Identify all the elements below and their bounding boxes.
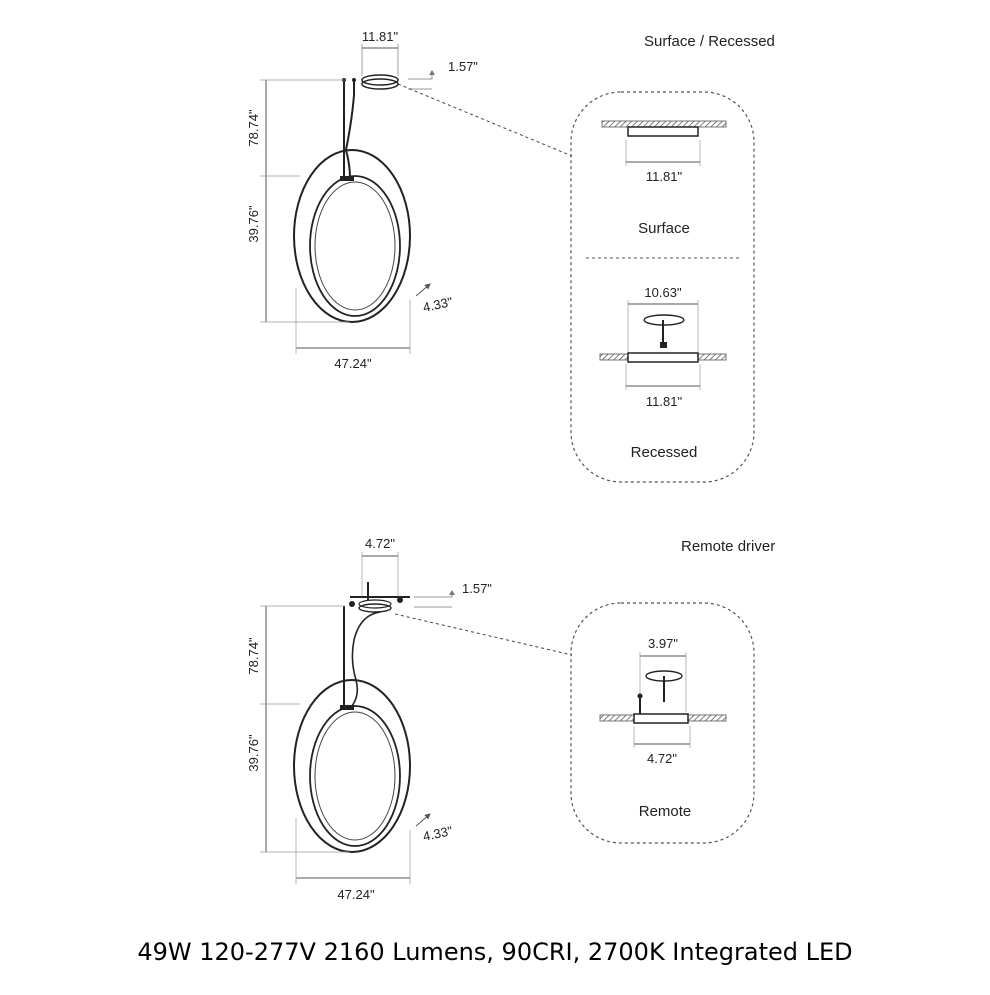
top-ring-depth-label: 4.33" [422, 294, 455, 315]
top-ring-height-label: 39.76" [246, 205, 261, 243]
bottom-ring-height-label: 39.76" [246, 734, 261, 772]
bottom-ring-outer [293, 679, 411, 853]
recessed-housing [627, 352, 699, 363]
top-section-label: Surface / Recessed [644, 33, 775, 50]
top-detail-leader [397, 83, 573, 157]
recessed-label: Recessed [631, 444, 698, 461]
top-ring-width-label: 47.24" [334, 356, 372, 371]
remote-housing [633, 713, 689, 724]
spec-footer: 49W 120-277V 2160 Lumens, 90CRI, 2700K I… [137, 938, 853, 966]
surface-width-label: 11.81" [646, 169, 683, 184]
top-detail-panel: 11.81" Surface 10.63" 11.81" Recessed [570, 91, 755, 483]
top-cable-right [344, 80, 355, 179]
bottom-detail-border [570, 602, 755, 844]
bottom-canopy-height-label: 1.57" [462, 581, 492, 596]
bottom-section-label: Remote driver [681, 538, 775, 555]
top-canopy-width-label: 11.81" [362, 29, 399, 44]
bottom-cable-length-label: 78.74" [246, 637, 261, 675]
top-fixture-drawing: 11.81" 1.57" 78.74" 39.76" 4.33" 4 [246, 29, 573, 371]
surface-canopy [627, 126, 699, 137]
bottom-fixture-drawing: 4.72" 1.57" 78.74" 39.76" 4.33" [246, 536, 573, 902]
top-cable-length-label: 78.74" [246, 109, 261, 147]
bottom-detail-leader [394, 613, 573, 656]
bottom-ring-width-label: 47.24" [337, 887, 375, 902]
bottom-detail-panel: 3.97" 4.72" Remote [570, 602, 755, 844]
remote-label: Remote [639, 803, 692, 820]
bottom-ring-inner [309, 705, 401, 847]
remote-width-label: 4.72" [647, 751, 677, 766]
top-canopy-height-label: 1.57" [448, 59, 478, 74]
remote-hole-label: 3.97" [648, 636, 678, 651]
bottom-ring-depth-label: 4.33" [422, 823, 455, 844]
recessed-width-label: 11.81" [646, 394, 683, 409]
surface-label: Surface [638, 220, 690, 237]
bottom-canopy-width-label: 4.72" [365, 536, 395, 551]
surface-ceiling [601, 120, 727, 128]
top-ring-outer [293, 149, 411, 323]
top-ring-inner [309, 175, 401, 317]
top-detail-border [570, 91, 755, 483]
bottom-cable-right [351, 611, 381, 707]
bottom-canopy [358, 603, 392, 613]
recessed-hole-label: 10.63" [644, 285, 682, 300]
